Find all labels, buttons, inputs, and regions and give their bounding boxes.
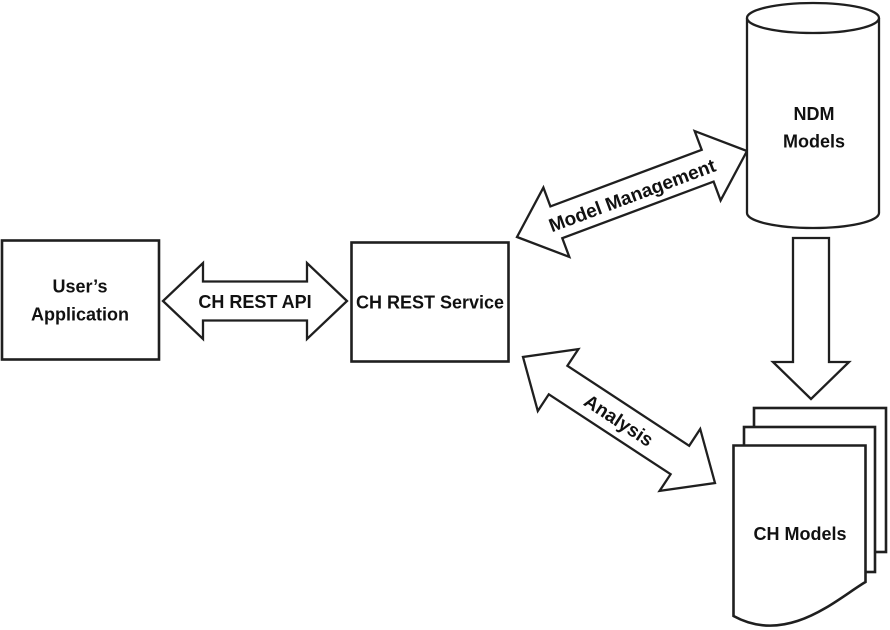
ndm-models-label-line1: NDM bbox=[794, 104, 835, 124]
users-application-node: User’s Application bbox=[0, 239, 161, 361]
ndm-to-ch-models-arrow bbox=[770, 236, 852, 401]
ch-models-label: CH Models bbox=[753, 524, 846, 544]
users-application-box bbox=[0, 239, 161, 361]
users-application-label-line2: Application bbox=[31, 305, 129, 325]
ch-rest-service-node: CH REST Service bbox=[350, 241, 510, 363]
users-application-label-line1: User’s bbox=[52, 277, 107, 297]
ch-models-document-front bbox=[732, 444, 867, 627]
ch-rest-service-label: CH REST Service bbox=[356, 293, 504, 313]
ch-rest-api-arrow bbox=[161, 260, 349, 342]
ch-rest-service-box bbox=[350, 241, 510, 363]
ndm-models-label-line2: Models bbox=[783, 132, 845, 152]
ch-rest-api-label: CH REST API bbox=[198, 292, 311, 312]
ndm-models-cylinder-top bbox=[745, 1, 881, 35]
ch-models-node: CH Models bbox=[732, 406, 888, 627]
analysis-arrow bbox=[521, 347, 717, 493]
ndm-models-node: NDM Models bbox=[745, 1, 881, 230]
model-management-label: Model Management bbox=[546, 155, 719, 237]
ndm-models-cylinder-body bbox=[745, 18, 881, 230]
